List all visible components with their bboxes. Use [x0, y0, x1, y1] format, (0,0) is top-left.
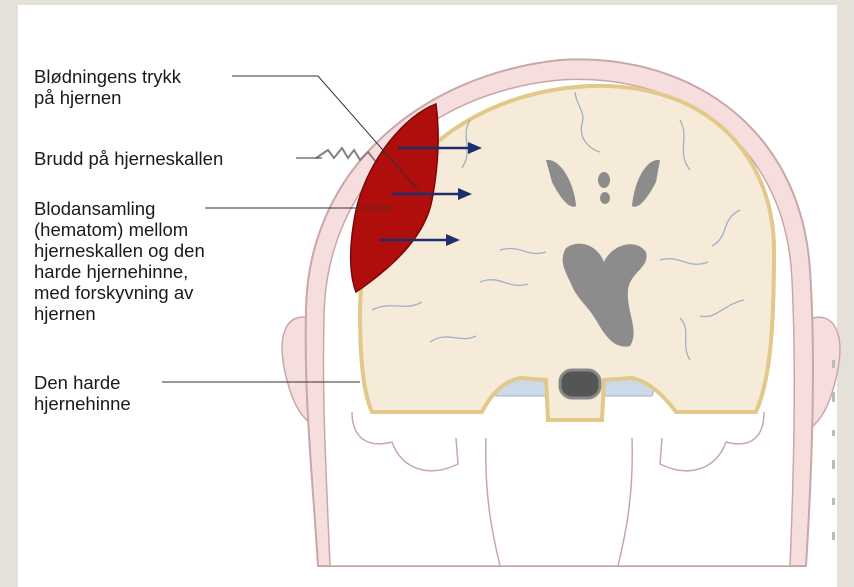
brainstem [560, 370, 600, 398]
label-skull-fracture: Brudd på hjerneskallen [34, 148, 223, 169]
label-dura-mater: Den harde hjernehinne [34, 372, 131, 414]
label-hematoma: Blodansamling (hematom) mellom hjerneska… [34, 198, 205, 324]
label-pressure-on-brain: Blødningens trykk på hjernen [34, 66, 181, 108]
